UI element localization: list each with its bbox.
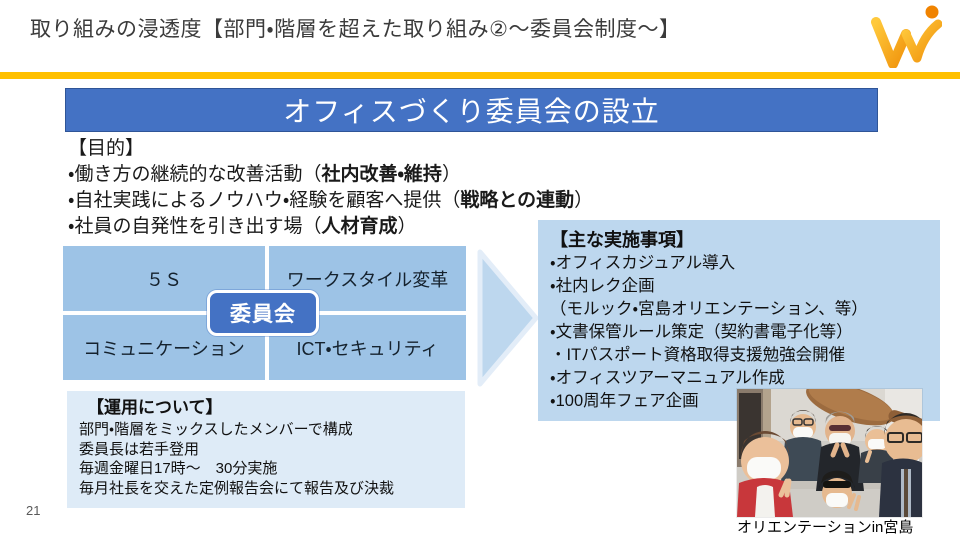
- initiatives-item: ・100周年フェア企画: [550, 392, 699, 410]
- operations-line: 委員長は若手登用: [79, 440, 200, 458]
- slide-title: 取り組みの浸透度【部門・階層を超えた取り組み②～委員会制度～】: [30, 18, 681, 41]
- initiatives-item: ・社内レク企画: [550, 277, 655, 295]
- initiatives-item: ・オフィスカジュアル導入: [550, 254, 736, 272]
- purpose-item: ・自社実践によるノウハウ・経験を顧客へ提供（戦略との連動）: [68, 190, 594, 211]
- group-photo: [737, 389, 922, 517]
- initiatives-heading: 【主な実施事項】: [550, 230, 694, 250]
- operations-line: 毎月社長を交えた定例報告会にて報告及び決裁: [79, 479, 395, 497]
- purpose-item-emphasis: 戦略との連動: [460, 190, 575, 211]
- operations-heading: 【運用について】: [87, 398, 223, 417]
- operations-line: 部門・階層をミックスしたメンバーで構成: [79, 421, 353, 438]
- section-banner: オフィスづくり委員会の設立: [65, 88, 878, 132]
- committee-grid: ５Ｓ ワークスタイル変革 コミュニケーション ICT・セキュリティ 委員会: [63, 246, 466, 380]
- grid-cell-communication: コミュニケーション: [63, 315, 265, 380]
- purpose-heading: 【目的】: [68, 138, 145, 159]
- purpose-item-emphasis: 人材育成: [321, 216, 398, 237]
- initiatives-item: ・文書保管ルール策定（契約書電子化等）: [550, 323, 853, 341]
- grid-cell-workstyle: ワークスタイル変革: [269, 246, 466, 311]
- initiatives-item: （モルック・宮島オリエンテーション、等）: [550, 300, 868, 318]
- operations-line: 毎週金曜日17時～ 30分実施: [79, 460, 278, 477]
- committee-badge: 委員会: [207, 290, 319, 336]
- initiatives-panel: 【主な実施事項】 ・オフィスカジュアル導入 ・社内レク企画 （モルック・宮島オリ…: [538, 220, 940, 421]
- initiatives-item: ・オフィスツアーマニュアル作成: [550, 369, 785, 387]
- purpose-block: 【目的】 ・働き方の継続的な改善活動（社内改善・維持） ・自社実践によるノウハウ…: [68, 136, 628, 240]
- purpose-item: ・社員の自発性を引き出す場（人材育成）: [68, 216, 417, 237]
- initiatives-item: ・ITパスポート資格取得支援勉強会開催: [550, 346, 846, 364]
- purpose-item: ・働き方の継続的な改善活動（社内改善・維持）: [68, 164, 461, 185]
- operations-panel: 【運用について】 部門・階層をミックスしたメンバーで構成 委員長は若手登用 毎週…: [67, 391, 465, 508]
- company-logo-icon: [866, 4, 943, 69]
- section-banner-label: オフィスづくり委員会の設立: [283, 96, 660, 127]
- photo-caption: オリエンテーションin宮島: [737, 519, 914, 536]
- right-arrow-icon: [476, 248, 540, 388]
- purpose-item-emphasis: 社内改善・維持: [321, 164, 442, 185]
- accent-divider: [0, 72, 960, 79]
- page-number: 21: [26, 503, 41, 518]
